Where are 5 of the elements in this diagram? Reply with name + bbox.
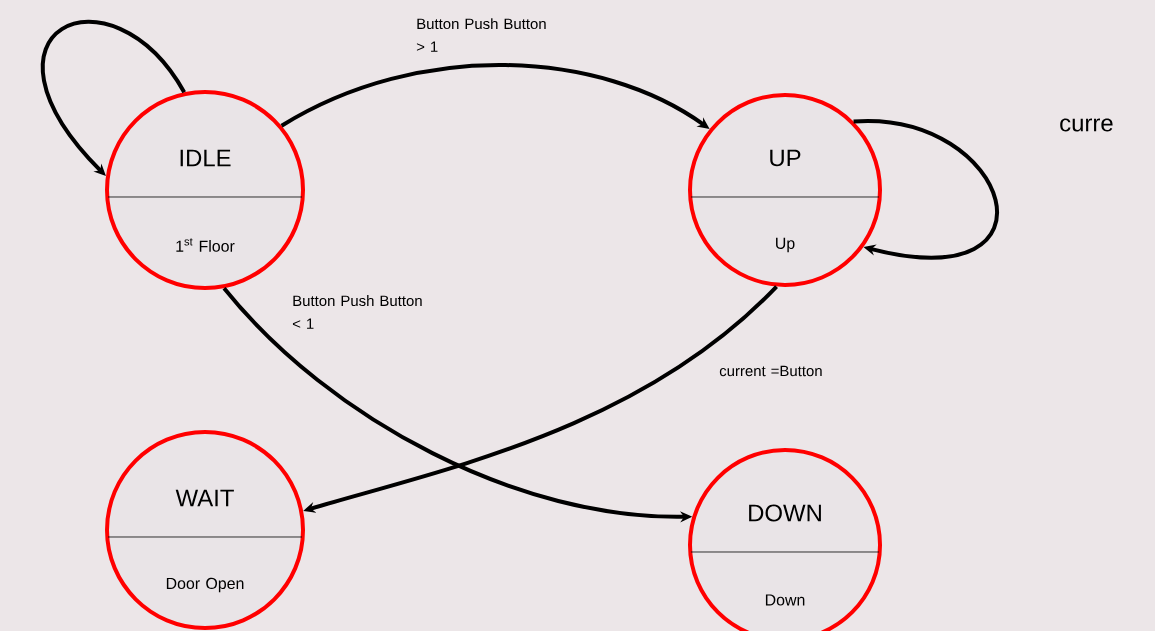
edge-label: Button Push Button < 1 <box>292 295 422 329</box>
arrow <box>853 119 999 259</box>
cut-off-text: curre <box>1060 118 1113 132</box>
edge-label: Button Push Button > 1 <box>416 18 546 52</box>
edge-label: current =Button <box>719 365 822 377</box>
